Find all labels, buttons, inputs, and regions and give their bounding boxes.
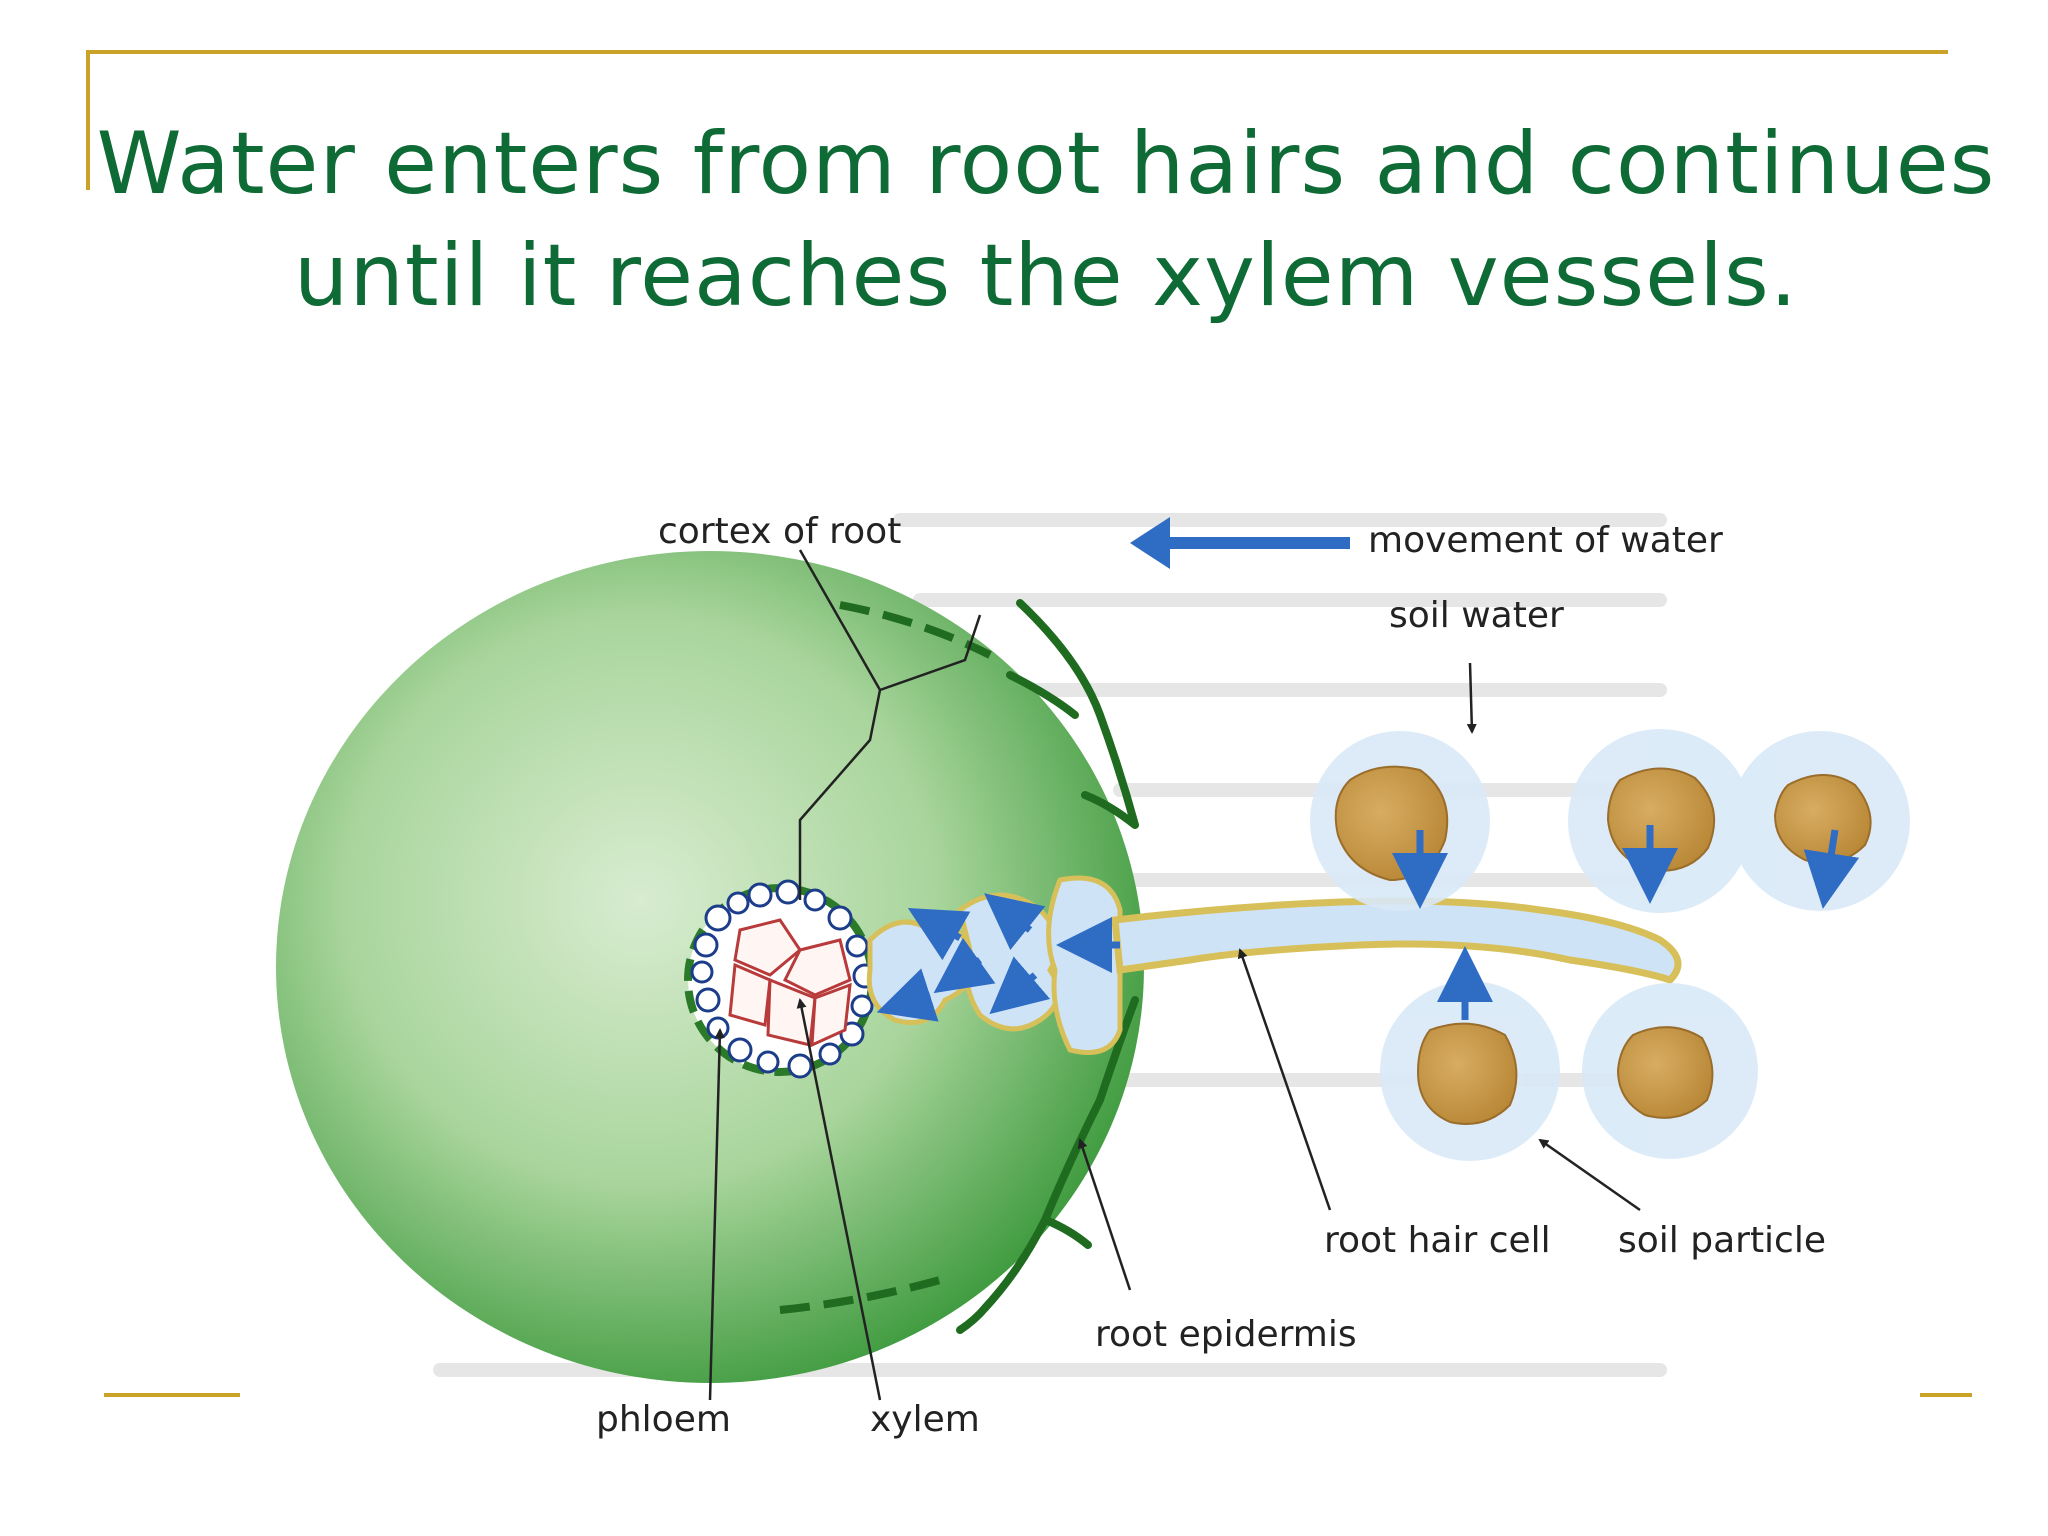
label-soil-particle: soil particle	[1618, 1220, 1826, 1261]
root-water-diagram: cortex of root movement of water soil wa…	[240, 440, 1930, 1460]
phloem-cells	[690, 879, 878, 1079]
soil-particles	[1334, 765, 1872, 1125]
slide-title-line-1: Water enters from root hairs and continu…	[96, 114, 1996, 214]
slide-frame-top	[86, 50, 1948, 54]
label-phloem: phloem	[596, 1399, 731, 1440]
label-xylem: xylem	[870, 1399, 980, 1440]
root-epidermis-cells	[956, 599, 1139, 1334]
cortex-dashed-boundary-lower	[779, 1276, 942, 1314]
label-root-hair-cell: root hair cell	[1324, 1220, 1551, 1261]
movement-of-water-arrow	[1130, 517, 1350, 569]
soil-water-arrows	[1392, 825, 1860, 1020]
slide-rule-bottom-right	[1920, 1393, 1972, 1397]
root-hair-cell	[1111, 897, 1682, 985]
label-root-epidermis: root epidermis	[1095, 1314, 1357, 1355]
cortex-dashed-boundary	[839, 601, 992, 659]
water-flow-arrows	[876, 893, 1120, 1022]
label-cortex-of-root: cortex of root	[658, 511, 901, 552]
leader-lines	[708, 549, 1641, 1401]
slide-rule-bottom-left	[104, 1393, 240, 1397]
slide-frame-left	[86, 50, 90, 190]
slide-title-line-2: until it reaches the xylem vessels.	[293, 226, 1799, 326]
slide-title: Water enters from root hairs and continu…	[96, 108, 1996, 332]
xylem-cells	[728, 918, 852, 1048]
label-soil-water: soil water	[1389, 595, 1564, 636]
label-movement-of-water: movement of water	[1368, 520, 1723, 561]
